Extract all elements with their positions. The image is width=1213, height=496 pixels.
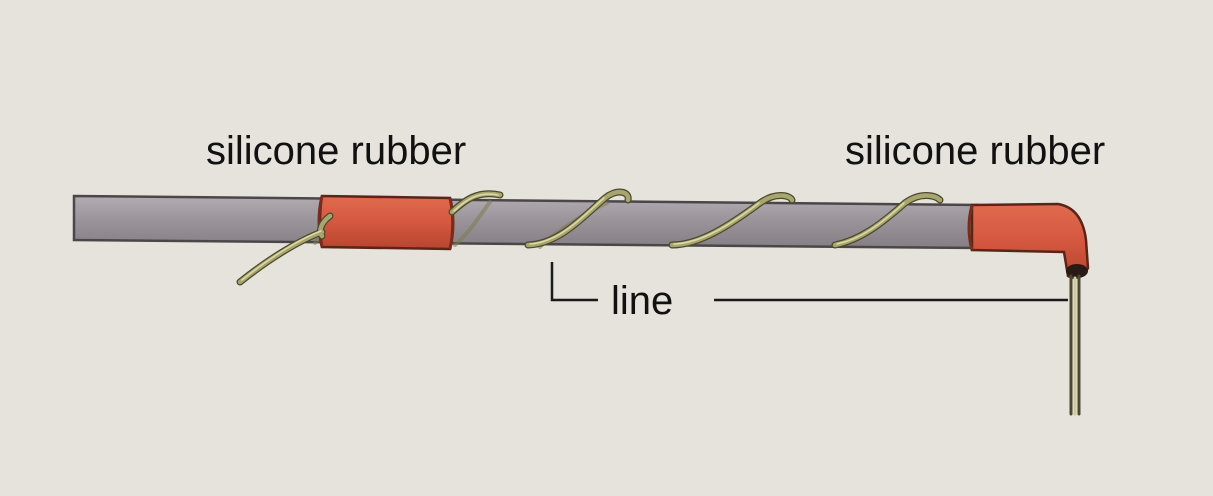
label-silicone-rubber-left: silicone rubber bbox=[206, 129, 466, 173]
left-silicone-rubber-sleeve bbox=[317, 194, 455, 251]
right-silicone-rubber-cap bbox=[967, 202, 1090, 279]
resistance-wire-coil bbox=[236, 188, 944, 286]
line-label-leaders bbox=[550, 262, 1068, 302]
label-silicone-rubber-right: silicone rubber bbox=[845, 129, 1105, 173]
lead-wire bbox=[1069, 274, 1081, 416]
label-line: line bbox=[611, 279, 673, 323]
